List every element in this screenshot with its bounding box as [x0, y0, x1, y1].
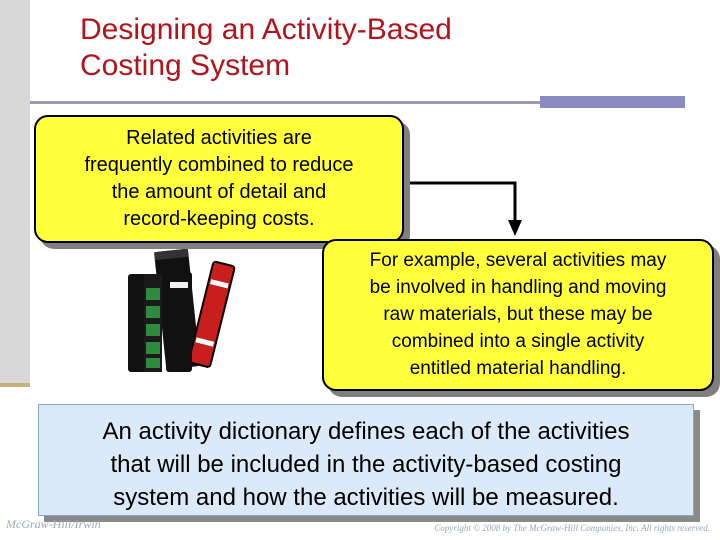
- callout-2-line: be involved in handling and moving: [369, 277, 667, 298]
- footer-publisher: McGraw-Hill/Irwin: [6, 517, 101, 531]
- callout-example: For example, several activities may be i…: [322, 239, 714, 391]
- callout-2-line: entitled material handling.: [409, 358, 627, 379]
- callout-related-activities: Related activities are frequently combin…: [34, 115, 404, 243]
- title-accent-block: [540, 96, 685, 108]
- left-decorative-accent: [0, 383, 30, 387]
- callout-3-line: system and how the activities will be me…: [113, 484, 619, 511]
- callout-activity-dictionary: An activity dictionary defines each of t…: [38, 404, 694, 516]
- callout-3-line: that will be included in the activity-ba…: [110, 451, 622, 478]
- callout-1-line: frequently combined to reduce: [84, 154, 354, 176]
- callout-2-line: For example, several activities may: [369, 250, 667, 271]
- callout-1-line: Related activities are: [126, 127, 312, 149]
- slide-title-line-1: Designing an Activity-Based: [80, 13, 452, 46]
- slide-title-line-2: Costing System: [80, 49, 291, 82]
- left-decorative-bar: [0, 0, 30, 383]
- callout-1-line: the amount of detail and: [111, 181, 327, 203]
- callout-2-line: combined into a single activity: [391, 331, 645, 352]
- callout-1-line: record-keeping costs.: [123, 208, 315, 230]
- footer-copyright: Copyright © 2008 by The McGraw-Hill Comp…: [434, 523, 710, 533]
- books-icon: [128, 248, 236, 372]
- title-underline: [30, 101, 540, 104]
- callout-3-line: An activity dictionary defines each of t…: [102, 418, 630, 445]
- callout-2-line: raw materials, but these may be: [383, 304, 653, 325]
- slide-title: Designing an Activity-Based Costing Syst…: [80, 12, 640, 84]
